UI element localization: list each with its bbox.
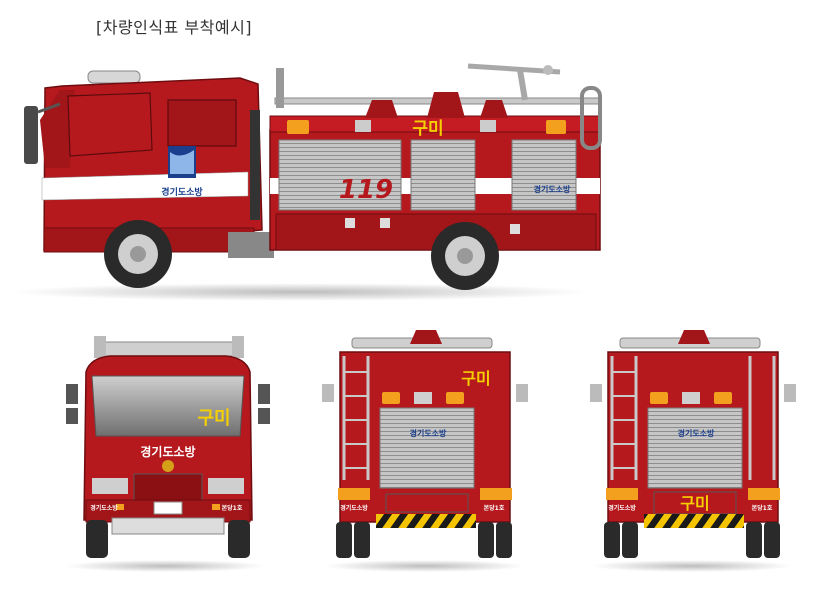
front-wheel: [104, 220, 172, 288]
side-mirror-icon: [24, 102, 61, 164]
org-label-front-bumper: 경기도소방: [90, 504, 118, 512]
org-label-rear-2: 경기도소방: [678, 428, 715, 438]
ladder-icon: [342, 356, 370, 480]
org-label-rear-1-bumper: 경기도소방: [340, 504, 368, 512]
org-label-rear-1: 경기도소방: [410, 428, 447, 438]
region-label-side: 구미: [412, 119, 443, 139]
unit-label-front: 본당1호: [222, 504, 243, 512]
mirror-left-icon: [66, 384, 78, 424]
org-label-side-cab: 경기도소방: [161, 186, 203, 198]
number-119-label: 119: [339, 175, 393, 205]
rear-view-truck-1: 구미 경기도소방 경기도소방 본당1호: [322, 330, 528, 572]
region-label-rear-2: 구미: [680, 494, 709, 513]
front-view-truck: 구미 경기도소방 경기도소방 본당1호: [65, 336, 270, 572]
ladder-icon-2: [610, 356, 638, 480]
mirror-right-icon: [258, 384, 270, 424]
rear-view-truck-2: 경기도소방 경기도소방 본당1호 구미: [590, 330, 796, 572]
org-label-side-body: 경기도소방: [534, 184, 571, 194]
logo-emblem-side: 경기도소방: [161, 146, 203, 198]
water-cannon-icon: [467, 63, 561, 101]
unit-label-rear-2: 본당1호: [752, 504, 773, 512]
rear-wheel: [431, 222, 499, 290]
page-title: [차량인식표 부착예시]: [96, 18, 253, 37]
region-label-rear-1: 구미: [461, 369, 490, 388]
unit-label-rear-1: 본당1호: [484, 504, 505, 512]
region-label-front: 구미: [197, 408, 230, 429]
side-view-truck: 경기도소방 구미 119: [10, 63, 602, 301]
org-label-rear-2-bumper: 경기도소방: [608, 504, 636, 512]
org-label-front: 경기도소방: [140, 444, 195, 459]
